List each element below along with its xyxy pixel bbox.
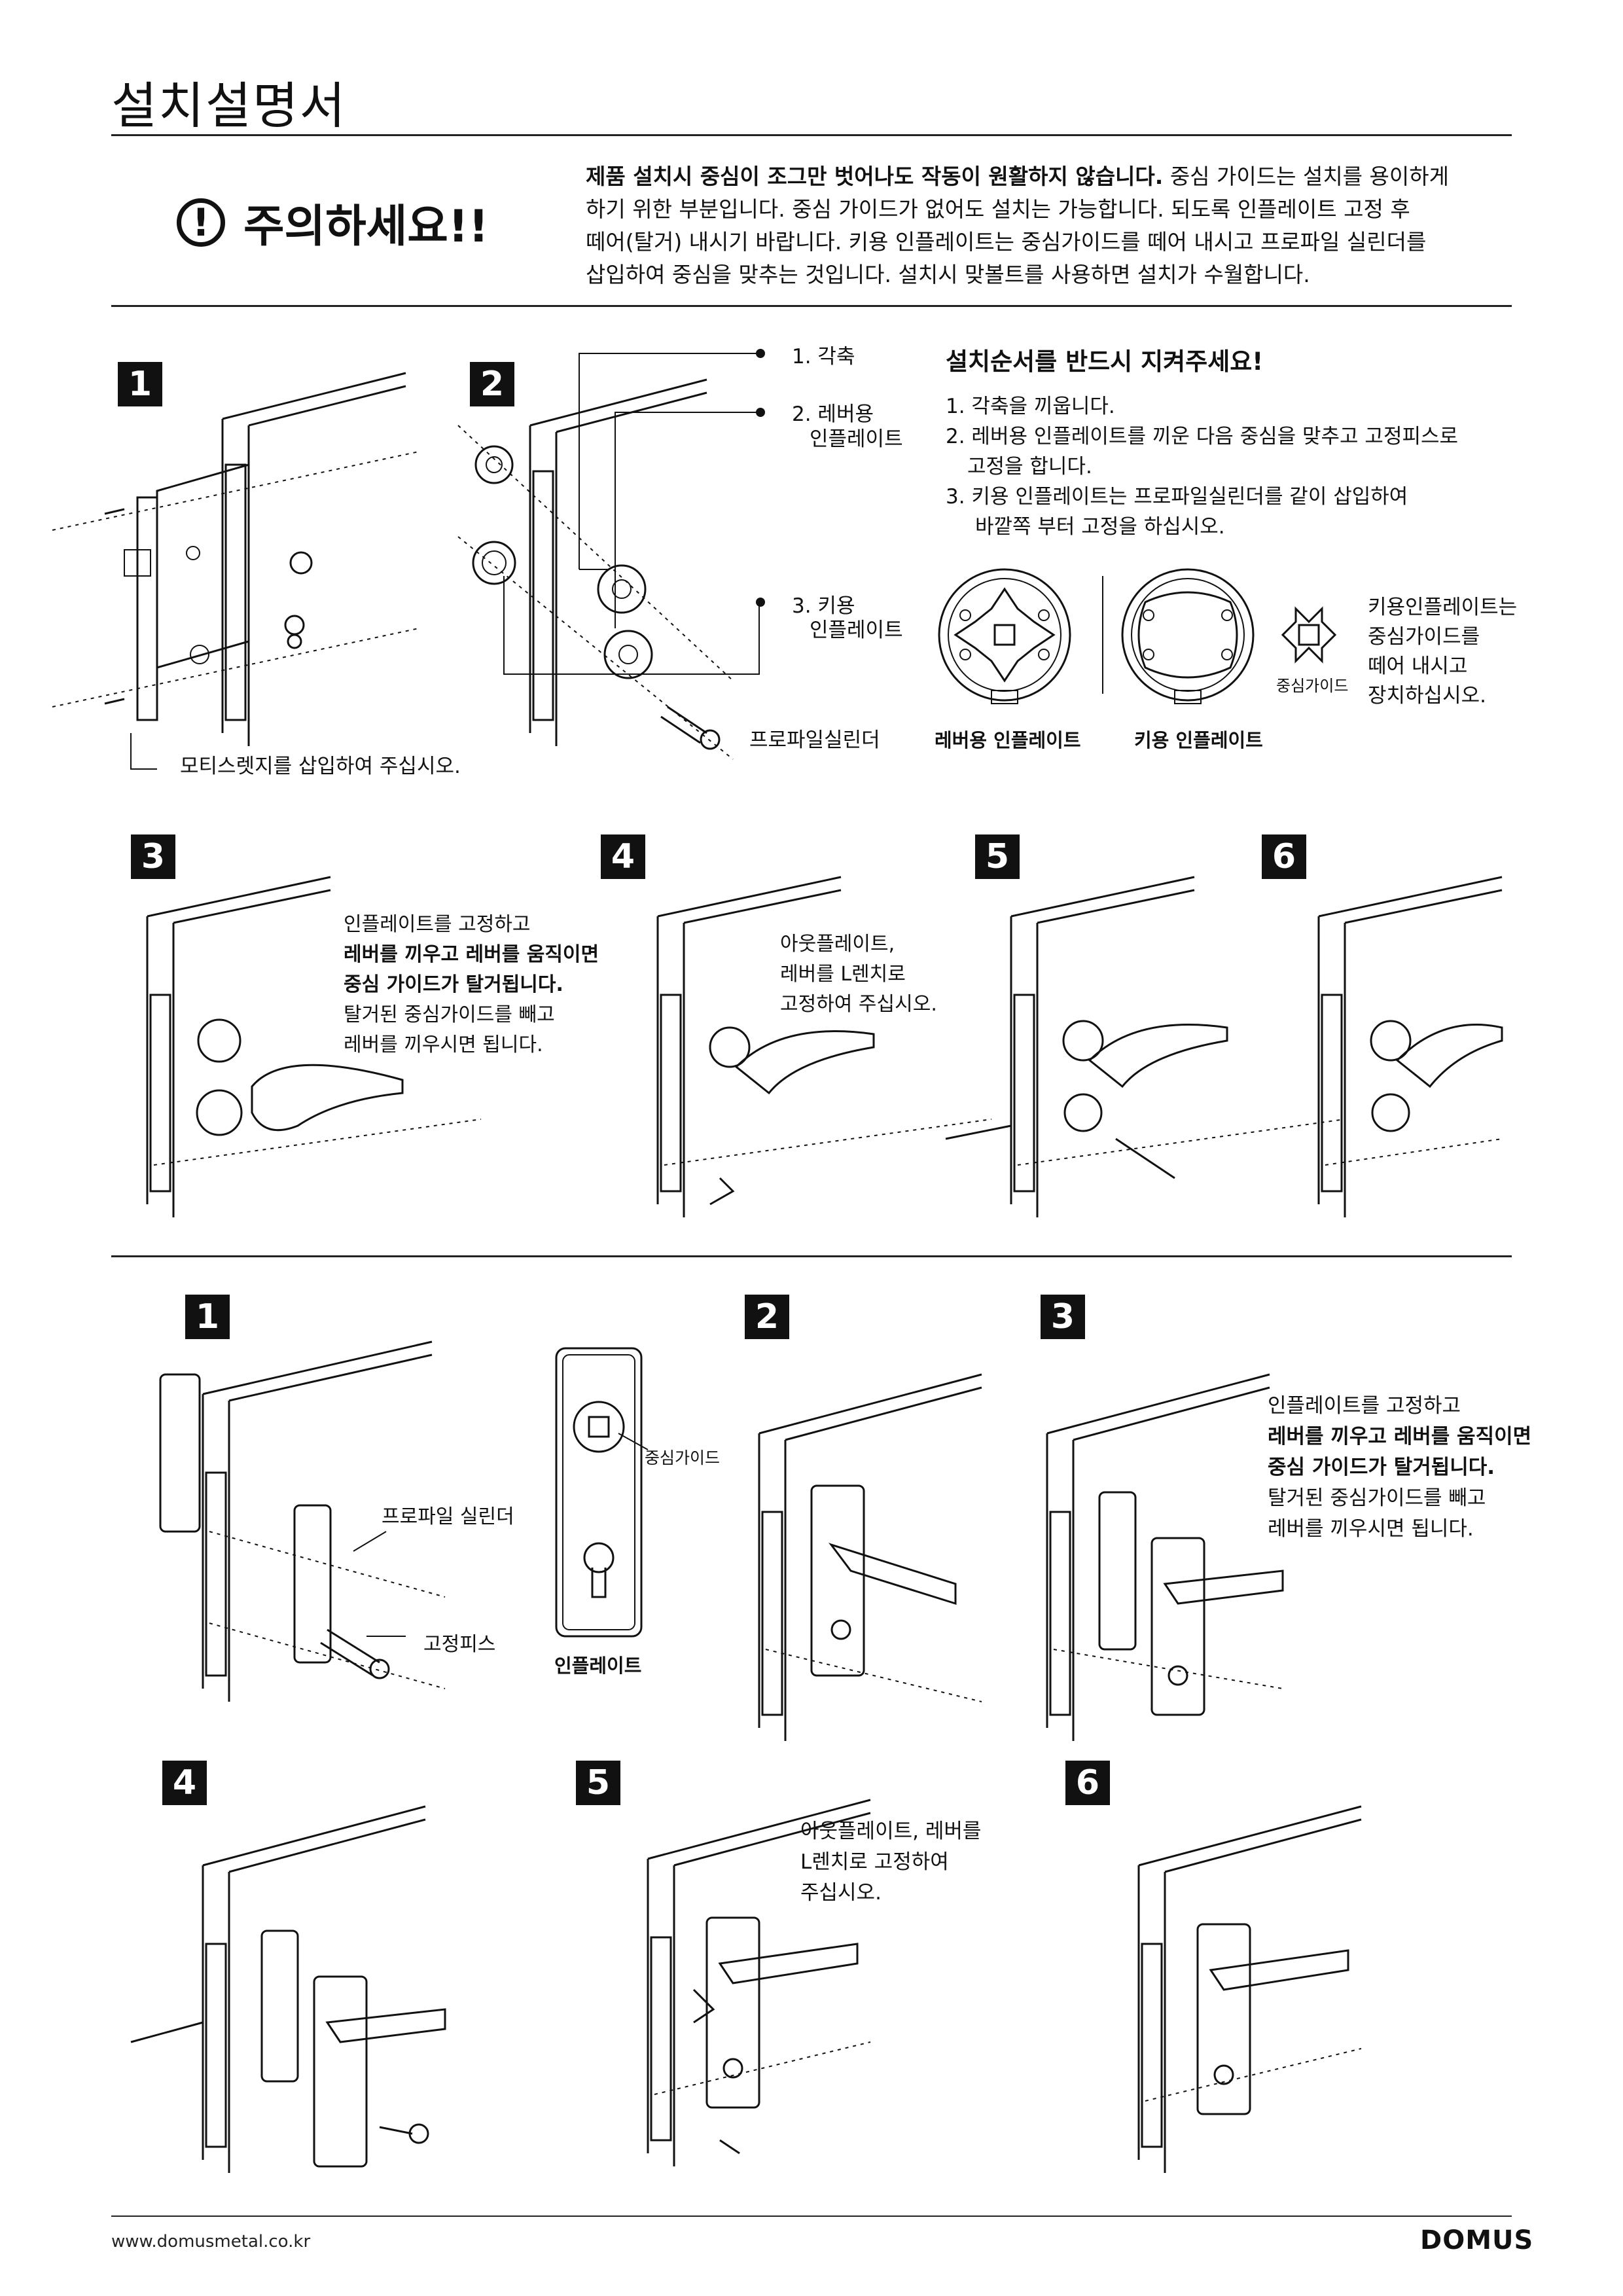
step-badge: 2	[745, 1295, 789, 1339]
order-line: 2. 레버용 인플레이트를 끼운 다음 중심을 맞추고 고정피스로	[946, 425, 1459, 448]
step4-text: 레버를 L렌치로	[780, 963, 906, 986]
inplate-label: 인플레이트	[554, 1655, 642, 1677]
lever-steps-illustration	[146, 876, 1503, 1217]
guide-label: 중심가이드	[645, 1448, 721, 1467]
caution-label: 주의하세요!!	[243, 201, 489, 253]
key-plate-label: 키용 인플레이트	[1134, 729, 1263, 751]
callout-lever-plate-b: 인플레이트	[810, 427, 903, 451]
step-badge: 2	[470, 362, 514, 406]
callout-axle: 1. 각축	[792, 345, 855, 368]
step3-text-bold: 중심 가이드가 탈거됩니다.	[1268, 1456, 1495, 1479]
divider	[111, 305, 1512, 307]
notice-line: 삽입하여 중심을 맞추는 것입니다. 설치시 맞볼트를 사용하면 설치가 수월합…	[586, 262, 1310, 287]
order-line: 1. 각축을 끼웁니다.	[946, 395, 1115, 418]
step5-text: 아웃플레이트, 레버를	[800, 1820, 982, 1843]
screw-label: 고정피스	[423, 1633, 496, 1656]
step3-text: 인플레이트를 고정하고	[1268, 1394, 1461, 1418]
step-badge: 1	[185, 1295, 230, 1339]
guide-note-line: 장치하십시오.	[1368, 684, 1486, 708]
step3-text: 레버를 끼우시면 됩니다.	[1268, 1517, 1474, 1541]
order-line: 바깥쪽 부터 고정을 하십시오.	[975, 515, 1225, 539]
exclamation-circle-icon: !	[177, 198, 225, 247]
caution-notice: 제품 설치시 중심이 조그만 벗어나도 작동이 원활하지 않습니다. 중심 가이…	[586, 160, 1502, 291]
inplate-comparison-diagram	[938, 568, 1337, 704]
order-line: 3. 키용 인플레이트는 프로파일실린더를 같이 삽입하여	[946, 485, 1408, 509]
step-badge: 6	[1065, 1761, 1110, 1805]
divider	[111, 2215, 1512, 2217]
caution-heading: ! 주의하세요!!	[177, 190, 489, 255]
footer-url[interactable]: www.domusmetal.co.kr	[111, 2232, 311, 2251]
brand-logo: DOMUS	[1420, 2225, 1534, 2255]
guide-note-line: 떼어 내시고	[1368, 655, 1468, 678]
cylinder-label: 프로파일 실린더	[382, 1505, 514, 1528]
divider	[111, 134, 1512, 136]
step-badge: 5	[576, 1761, 620, 1805]
callout-key-plate-a: 3. 키용	[792, 594, 855, 618]
callout-cylinder: 프로파일실린더	[749, 728, 880, 752]
step-badge: 4	[601, 834, 645, 879]
order-line: 고정을 합니다.	[967, 455, 1092, 478]
divider	[111, 1255, 1512, 1257]
step5-text: 주십시오.	[800, 1881, 882, 1905]
step3-text: 레버를 끼우시면 됩니다.	[344, 1033, 543, 1056]
step-badge: 3	[1041, 1295, 1085, 1339]
step3-text-bold: 중심 가이드가 탈거됩니다.	[344, 973, 563, 996]
step-badge: 1	[118, 362, 162, 406]
notice-line: 떼어(탈거) 내시기 바랍니다. 키용 인플레이트는 중심가이드를 떼어 내시고…	[586, 229, 1427, 255]
page-title: 설치설명서	[111, 77, 347, 135]
step-badge: 5	[975, 834, 1020, 879]
step-badge: 4	[162, 1761, 207, 1805]
step3-text-bold: 레버를 끼우고 레버를 움직이면	[344, 943, 599, 966]
callout-lever-plate-a: 2. 레버용	[792, 403, 874, 426]
step-badge: 3	[131, 834, 175, 879]
inplate-exploded-illustration	[457, 349, 765, 760]
step5-text: L렌치로 고정하여	[800, 1850, 949, 1874]
step4-text: 아웃플레이트,	[780, 933, 895, 956]
notice-bold: 제품 설치시 중심이 조그만 벗어나도 작동이 원활하지 않습니다.	[586, 164, 1164, 189]
guide-note-line: 키용인플레이트는	[1368, 596, 1518, 619]
step3-text: 탈거된 중심가이드를 빼고	[344, 1003, 555, 1026]
notice-line: 중심 가이드는 설치를 용이하게	[1163, 164, 1449, 189]
mortise-lock-illustration	[52, 372, 419, 770]
guide-note-line: 중심가이드를	[1368, 625, 1480, 649]
step-badge: 6	[1262, 834, 1306, 879]
step4-text: 고정하여 주십시오.	[780, 993, 937, 1016]
guide-label: 중심가이드	[1276, 677, 1349, 695]
lever-plate-label: 레버용 인플레이트	[935, 729, 1081, 751]
mortise-caption: 모티스렛지를 삽입하여 주십시오.	[180, 755, 461, 778]
notice-line: 하기 위한 부분입니다. 중심 가이드가 없어도 설치는 가능합니다. 되도록 …	[586, 196, 1410, 222]
callout-key-plate-b: 인플레이트	[810, 619, 903, 642]
step3-text: 인플레이트를 고정하고	[344, 913, 531, 936]
plate-lock-steps-illustration	[159, 1340, 1284, 1741]
step3-text-bold: 레버를 끼우고 레버를 움직이면	[1268, 1425, 1532, 1448]
plate-lever-final-illustration	[130, 1799, 1362, 2173]
step3-text: 탈거된 중심가이드를 빼고	[1268, 1486, 1486, 1510]
order-title: 설치순서를 반드시 지켜주세요!	[946, 348, 1264, 376]
